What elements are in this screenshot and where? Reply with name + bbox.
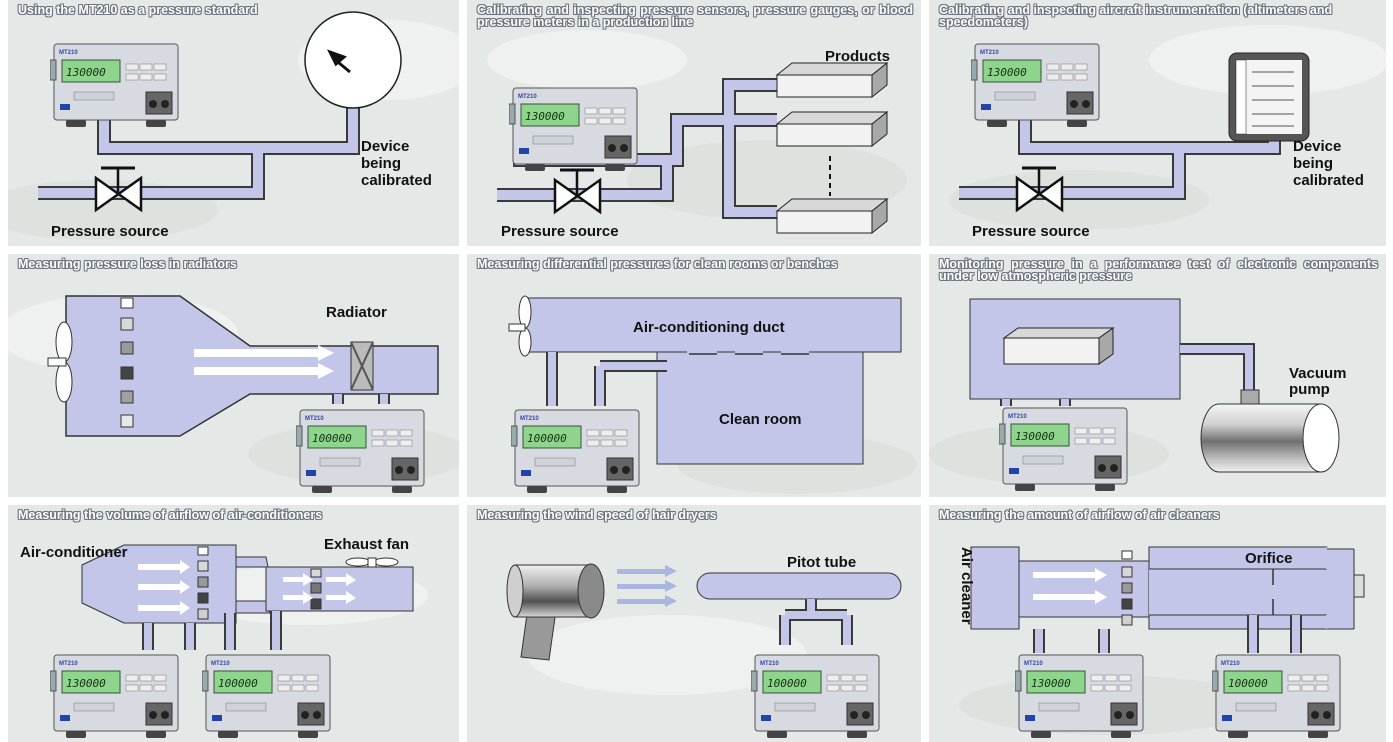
panel-title: Measuring pressure loss in radiators (18, 257, 237, 271)
panel-title: Measuring the volume of airflow of air-c… (18, 508, 323, 522)
svg-text:MT210: MT210 (1221, 661, 1240, 667)
pressure-meter-icon: MT210 130000 (49, 649, 184, 742)
device-label-1: Device (1293, 138, 1341, 155)
arrow-icon (194, 363, 334, 379)
svg-text:MT210: MT210 (1024, 661, 1043, 667)
pressure-meter-icon: MT210 130000 (1014, 649, 1149, 742)
pump-label: pump (1289, 381, 1330, 398)
panel-title: Measuring differential pressures for cle… (477, 257, 838, 271)
product-box (775, 61, 889, 99)
panel-title: Calibrating and inspecting pressure sens… (477, 3, 913, 29)
svg-text:MT210: MT210 (760, 661, 779, 667)
meter-display-value: 100000 (767, 677, 807, 690)
panel-radiator: Measuring pressure loss in radiators Rad… (8, 254, 459, 497)
meter-display-value: 130000 (525, 110, 565, 123)
arrow-icon (1033, 590, 1107, 604)
arrow-icon (138, 580, 190, 594)
meter-display-value: 130000 (66, 677, 106, 690)
product-box (775, 197, 889, 235)
meter-display-value: 100000 (218, 677, 258, 690)
fan-icon (508, 295, 532, 357)
meter-display-value: 100000 (1228, 677, 1268, 690)
meter-display-value: 130000 (66, 66, 106, 79)
valve-icon (553, 168, 602, 215)
air-cleaner-label: Air cleaner (958, 547, 975, 625)
arrow-icon (617, 565, 677, 607)
pitot-tube-icon (696, 572, 902, 600)
component-box (1002, 327, 1115, 365)
radiator-icon (350, 341, 374, 391)
product-box (775, 110, 889, 148)
meter-display-value: 100000 (312, 432, 352, 445)
gauge-icon (1228, 52, 1310, 142)
arrow-icon (138, 601, 190, 615)
arrow-icon (194, 345, 334, 361)
svg-text:MT210: MT210 (520, 416, 539, 422)
meter-display-value: 100000 (527, 432, 567, 445)
pressure-source-label: Pressure source (501, 223, 619, 240)
arrow-icon (283, 591, 313, 604)
vacuum-label: Vacuum (1289, 365, 1347, 382)
pressure-source-label: Pressure source (51, 223, 169, 240)
panel-title: Using the MT210 as a pressure standard (18, 3, 258, 17)
svg-text:MT210: MT210 (59, 661, 78, 667)
pressure-meter-icon: MT210 130000 (49, 38, 184, 133)
panel-pressure-standard: Using the MT210 as a pressure standard D… (8, 0, 459, 246)
panel-production-line: Calibrating and inspecting pressure sens… (467, 0, 921, 246)
device-label-2: being (361, 155, 401, 172)
panel-vacuum-test: Monitoring pressure in a performance tes… (929, 254, 1386, 497)
arrow-icon (138, 560, 190, 574)
arrow-icon (326, 573, 356, 586)
pressure-meter-icon: MT210 100000 (750, 649, 885, 742)
pressure-meter-icon: MT210 130000 (508, 82, 643, 177)
svg-text:MT210: MT210 (518, 94, 537, 100)
valve-icon (1015, 166, 1064, 213)
pitot-tube-label: Pitot tube (787, 554, 856, 571)
meter-display-value: 130000 (1015, 430, 1055, 443)
duct-label: Air-conditioning duct (633, 319, 785, 336)
fan-icon (47, 321, 73, 403)
orifice-label: Orifice (1245, 550, 1293, 567)
device-label-3: calibrated (1293, 172, 1364, 189)
svg-text:MT210: MT210 (305, 416, 324, 422)
arrow-icon (326, 591, 356, 604)
device-label-2: being (1293, 155, 1333, 172)
pressure-source-label: Pressure source (972, 223, 1090, 240)
exhaust-fan-label: Exhaust fan (324, 536, 409, 553)
meter-display-value: 130000 (1031, 677, 1071, 690)
air-conditioner-label: Air-conditioner (20, 544, 128, 561)
panel-title: Calibrating and inspecting aircraft inst… (939, 3, 1333, 29)
products-label: Products (825, 48, 890, 65)
svg-text:MT210: MT210 (1008, 414, 1027, 420)
panel-clean-room: Measuring differential pressures for cle… (467, 254, 921, 497)
hair-dryer-icon (506, 563, 605, 661)
panel-title: Measuring the wind speed of hair dryers (477, 508, 717, 522)
panel-air-cleaner: Measuring the amount of airflow of air c… (929, 505, 1386, 742)
device-label-1: Device (361, 138, 409, 155)
pressure-meter-icon: MT210 100000 (1211, 649, 1346, 742)
panel-title: Monitoring pressure in a performance tes… (939, 257, 1378, 283)
pressure-meter-icon: MT210 130000 (998, 402, 1133, 497)
panel-aircraft: Calibrating and inspecting aircraft inst… (929, 0, 1386, 246)
fan-icon (345, 557, 399, 568)
svg-text:MT210: MT210 (211, 661, 230, 667)
svg-text:MT210: MT210 (980, 50, 999, 56)
pressure-meter-icon: MT210 130000 (970, 38, 1105, 133)
device-label-3: calibrated (361, 172, 432, 189)
pressure-meter-icon: MT210 100000 (201, 649, 336, 742)
panel-hair-dryer: Measuring the wind speed of hair dryers … (467, 505, 921, 742)
valve-icon (94, 166, 143, 213)
arrow-icon (283, 573, 313, 586)
radiator-label: Radiator (326, 304, 387, 321)
arrow-icon (1033, 568, 1107, 582)
vacuum-pump-icon (1200, 389, 1340, 473)
pressure-meter-icon: MT210 100000 (295, 404, 430, 497)
panel-title: Measuring the amount of airflow of air c… (939, 508, 1220, 522)
clean-room-label: Clean room (719, 411, 802, 428)
pressure-meter-icon: MT210 100000 (510, 404, 645, 497)
svg-text:MT210: MT210 (59, 50, 78, 56)
meter-display-value: 130000 (987, 66, 1027, 79)
gauge-icon (304, 11, 402, 109)
panel-air-conditioner: Measuring the volume of airflow of air-c… (8, 505, 459, 742)
